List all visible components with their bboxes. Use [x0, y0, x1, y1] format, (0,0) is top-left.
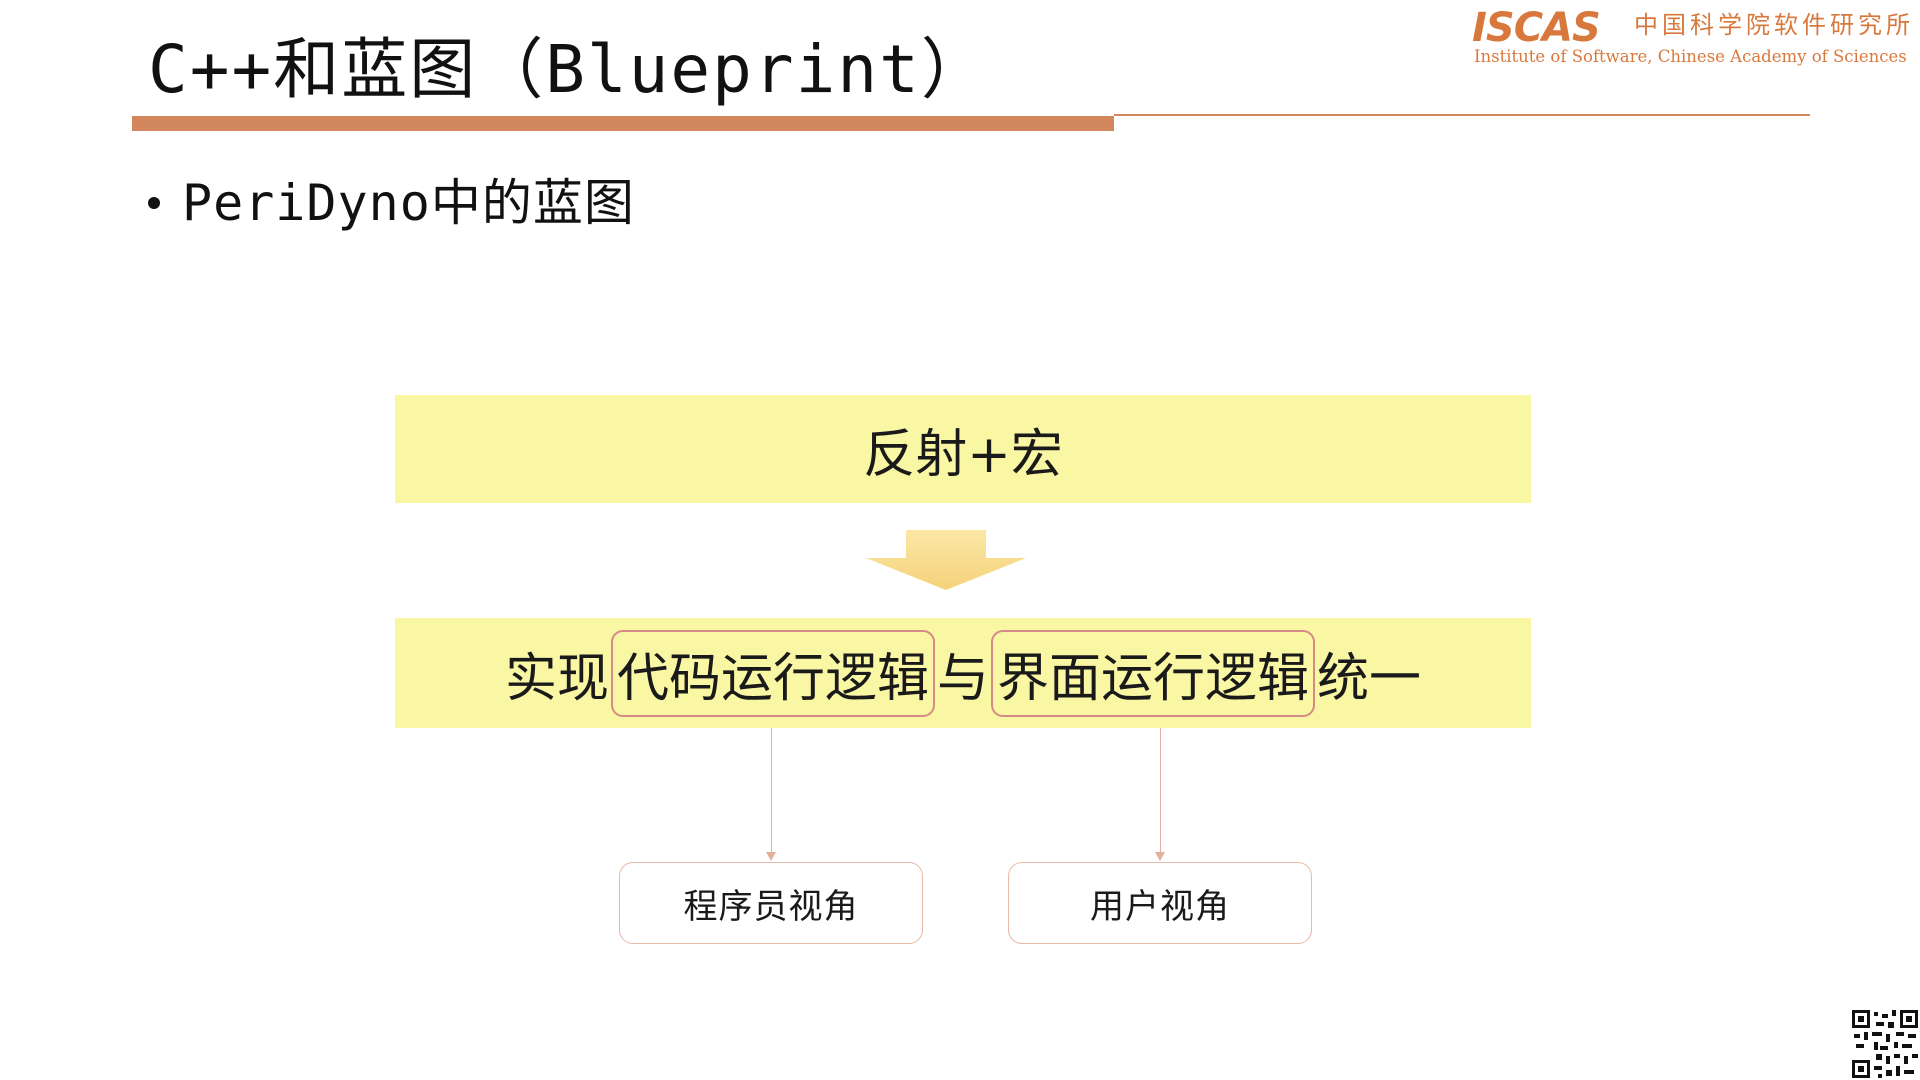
- programmer-view-label: 程序员视角: [683, 886, 859, 927]
- title-underline-thick: [132, 116, 1114, 131]
- user-view-label: 用户视角: [1090, 886, 1230, 927]
- reflection-macro-box: 反射+宏: [395, 395, 1531, 503]
- qr-code-icon: [1850, 1008, 1920, 1080]
- down-arrow-icon: [866, 530, 1026, 590]
- code-logic-highlight: 代码运行逻辑: [610, 629, 935, 717]
- title-underline-thin: [1114, 114, 1810, 116]
- connector-arrowhead-right: [1155, 852, 1165, 861]
- logo-name-en: Institute of Software, Chinese Academy o…: [1474, 47, 1907, 66]
- bullet-text: PeriDyno中的蓝图: [182, 174, 635, 232]
- iscas-logo: ISCAS 中国科学院软件研究所 Institute of Software, …: [1472, 6, 1912, 70]
- ui-logic-highlight: 界面运行逻辑: [991, 629, 1316, 717]
- bullet-item: PeriDyno中的蓝图: [148, 168, 635, 238]
- unification-box: 实现 代码运行逻辑 与 界面运行逻辑 统一: [395, 618, 1531, 728]
- statement-suffix: 统一: [1317, 648, 1422, 709]
- logo-wordmark: ISCAS: [1472, 5, 1601, 51]
- reflection-macro-label: 反射+宏: [863, 424, 1063, 485]
- programmer-view-box: 程序员视角: [619, 862, 923, 944]
- statement-prefix: 实现: [504, 648, 609, 709]
- bullet-dot-icon: [148, 197, 160, 209]
- logo-name-cn: 中国科学院软件研究所: [1634, 11, 1914, 39]
- user-view-box: 用户视角: [1008, 862, 1312, 944]
- connector-to-user-view: [1160, 728, 1161, 854]
- slide-title: C++和蓝图（Blueprint）: [148, 31, 989, 108]
- connector-arrowhead-left: [766, 852, 776, 861]
- unification-statement: 实现 代码运行逻辑 与 界面运行逻辑 统一: [395, 618, 1531, 728]
- statement-connector: 与: [936, 648, 989, 709]
- connector-to-programmer-view: [771, 728, 772, 854]
